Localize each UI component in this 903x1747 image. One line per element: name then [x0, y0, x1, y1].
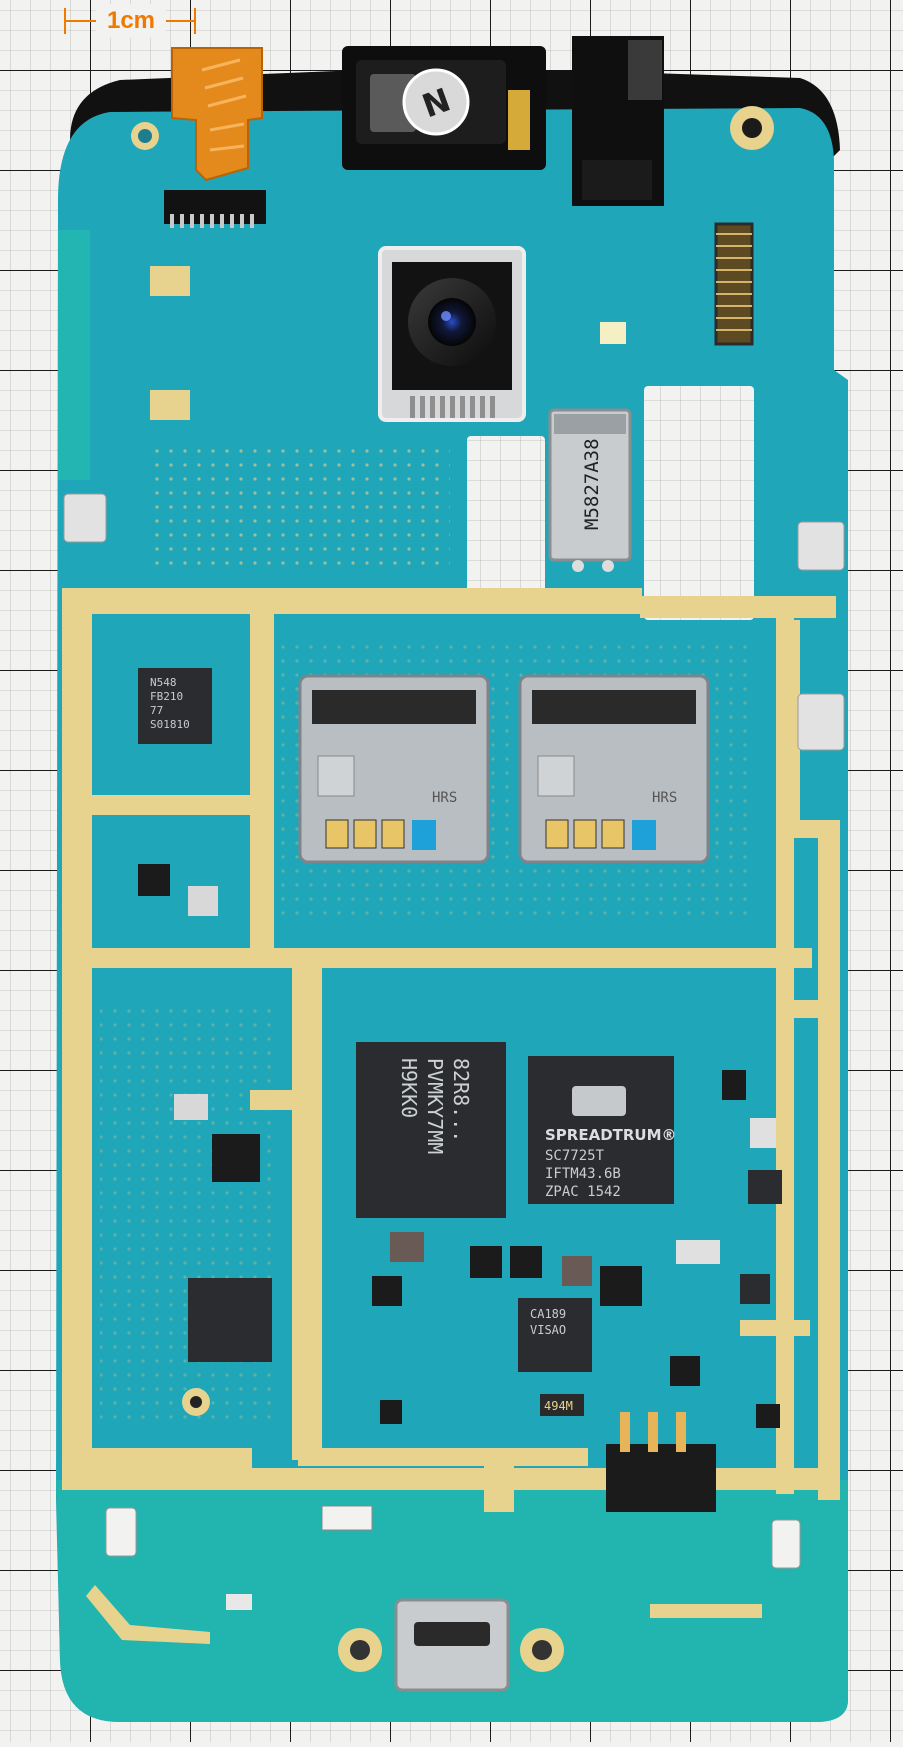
microsd-slot-top	[554, 414, 626, 434]
cpu-chip	[528, 1056, 674, 1204]
memory-chip-line-2: PVMKY7MM	[423, 1058, 447, 1154]
flex-traces	[201, 58, 247, 152]
rf-chip-line-4: S01810	[150, 718, 190, 731]
scale-tick-left	[64, 8, 66, 34]
sim-slot-1: HRS	[298, 674, 490, 864]
small-chip-c	[212, 1134, 260, 1182]
bottom-cutout-right	[771, 1519, 801, 1569]
mic	[226, 1594, 252, 1610]
display-connector-pins	[716, 233, 752, 331]
mount-hole-bottom-left-center	[350, 1640, 370, 1660]
rf-chip-line-3: 77	[150, 704, 163, 717]
cpu-line-3: IFTM43.6B	[545, 1166, 621, 1182]
shield-frame	[62, 588, 840, 1644]
bottom-slot	[321, 1505, 373, 1531]
sd-slot-label: M5827A38	[581, 438, 603, 530]
small-chip-a	[138, 864, 170, 896]
antenna-point-center	[190, 1396, 202, 1408]
sd-screw-right	[602, 560, 614, 572]
small-chip-b	[188, 886, 218, 916]
cpu-logo	[572, 1086, 626, 1116]
battery-pin-1	[620, 1412, 630, 1452]
transceiver-chip	[188, 1278, 272, 1362]
pmic-line-2: VISAO	[530, 1323, 566, 1337]
memory-chip-line-1: 82R8...	[449, 1058, 473, 1142]
camera-lens	[428, 298, 476, 346]
side-switch-left	[63, 493, 107, 543]
cpu-line-4: ZPAC 1542	[545, 1184, 621, 1200]
board-cutout-left-grid	[467, 436, 545, 602]
small-label-chip	[540, 1394, 584, 1416]
microsd-slot	[548, 408, 632, 562]
sd-screw-left	[572, 560, 584, 572]
flash-led	[600, 322, 626, 344]
passives	[372, 1070, 782, 1428]
cpu-model: SC7725T	[545, 1148, 605, 1164]
sim-1-label: HRS	[432, 790, 457, 806]
display-connector	[714, 222, 754, 346]
headphone-jack-port	[628, 40, 662, 100]
rf-chip-line-1: N548	[150, 676, 177, 689]
memory-chip-text: 82R8... PVMKY7MM H9KK0	[397, 1058, 473, 1154]
side-switch-right-top	[797, 521, 845, 571]
memory-chip	[356, 1042, 506, 1218]
speaker-cap	[402, 68, 470, 136]
side-switch-right-bottom	[797, 693, 845, 751]
sim-2-label: HRS	[652, 790, 677, 806]
mount-hole-top-right-center	[742, 118, 762, 138]
rf-chip-line-2: FB210	[150, 690, 183, 703]
via-field-top	[150, 440, 450, 570]
pmic-line-1: CA189	[530, 1307, 566, 1321]
battery-pin-2	[648, 1412, 658, 1452]
pmic-chip	[518, 1298, 592, 1372]
mount-hole-bottom-right-center	[532, 1640, 552, 1660]
speaker-contact	[508, 90, 530, 150]
rf-chip	[138, 668, 212, 744]
cpu-brand: SPREADTRUM®	[545, 1126, 677, 1144]
speaker-mesh	[370, 74, 416, 132]
flex-connector-pins	[170, 214, 254, 228]
board-cutout-right-grid	[644, 386, 754, 620]
lens-reflection	[441, 311, 451, 321]
shield-inner-line	[100, 960, 600, 966]
small-chip-d	[174, 1094, 208, 1120]
headphone-jack-base	[582, 160, 652, 200]
battery-connector	[606, 1444, 716, 1512]
micro-usb-opening	[414, 1622, 490, 1646]
pcb-left-edge	[58, 230, 90, 480]
scale-label: 1cm	[96, 4, 166, 38]
mount-hole-top-left-center	[138, 129, 152, 143]
bottom-cutout-left	[105, 1507, 137, 1557]
memory-chip-line-3: H9KK0	[397, 1058, 421, 1118]
camera-pins	[410, 396, 495, 418]
battery-pin-3	[676, 1412, 686, 1452]
pad-b	[150, 390, 190, 420]
pad-a	[150, 266, 190, 296]
small-label: 494M	[544, 1399, 573, 1413]
sim-slot-2: HRS	[518, 674, 710, 864]
